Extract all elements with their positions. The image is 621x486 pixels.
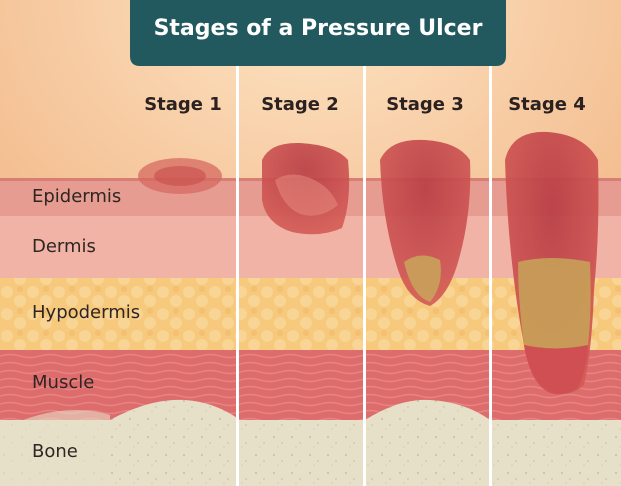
stage-4-label: Stage 4	[492, 94, 602, 115]
stage-1-ulcer-core	[154, 166, 206, 186]
layer-label-hypodermis: Hypodermis	[32, 302, 140, 323]
layer-label-epidermis: Epidermis	[32, 186, 121, 207]
layer-label-dermis: Dermis	[32, 236, 96, 257]
stage-3-label: Stage 3	[370, 94, 480, 115]
divider-1	[236, 66, 239, 486]
divider-2	[363, 66, 366, 486]
stage-2-label: Stage 2	[245, 94, 355, 115]
layer-label-muscle: Muscle	[32, 372, 94, 393]
stage-4-ulcer-fat-exposure	[518, 258, 591, 349]
stage-1-label: Stage 1	[128, 94, 238, 115]
diagram-title: Stages of a Pressure Ulcer	[130, 16, 506, 41]
layer-label-bone: Bone	[32, 441, 78, 462]
divider-3	[489, 66, 492, 486]
